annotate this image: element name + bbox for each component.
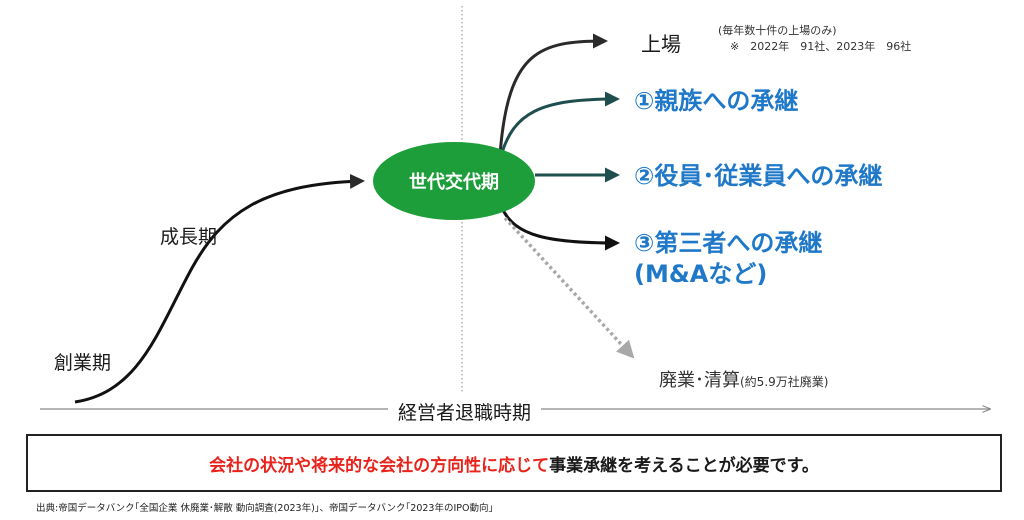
arrow-to-option3 [500, 207, 620, 251]
message-box: 会社の状況や将来的な会社の方向性に応じて事業承継を考えることが必要です。 [26, 434, 1002, 492]
option-family-succession: ①親族への承継 [634, 87, 799, 115]
arrow-to-ipo [498, 33, 608, 156]
closure-text: 廃業･清算 [659, 370, 740, 391]
source-citation: 出典:帝国データバンク｢全国企業 休廃業･解散 動向調査(2023年)｣、帝国デ… [36, 503, 494, 514]
option-third-party-note: (M&Aなど) [634, 260, 768, 288]
stage-founding-label: 創業期 [54, 352, 112, 374]
closure-note: (約5.9万社廃業) [740, 375, 829, 389]
arrow-to-closure [503, 216, 635, 359]
succession-period-circle: 世代交代期 [373, 142, 535, 220]
ipo-title: 上場 [641, 32, 681, 56]
message-rest: 事業承継を考えることが必要です。 [549, 455, 819, 476]
succession-period-label: 世代交代期 [409, 172, 499, 193]
growth-curve [74, 173, 365, 404]
arrow-to-option1 [498, 91, 620, 161]
stage-growth-label: 成長期 [160, 226, 218, 248]
timeline-axis-label: 経営者退職時期 [388, 398, 542, 425]
option-employee-succession: ②役員･従業員への承継 [634, 162, 883, 190]
option-third-party-succession: ③第三者への承継 [634, 229, 823, 257]
ipo-note-line2: ※ 2022年 91社、2023年 96社 [730, 40, 912, 53]
ipo-note-line1: (毎年数十件の上場のみ) [718, 24, 837, 37]
closure-label: 廃業･清算(約5.9万社廃業) [659, 366, 828, 392]
message-highlight: 会社の状況や将来的な会社の方向性に応じて [209, 455, 550, 476]
